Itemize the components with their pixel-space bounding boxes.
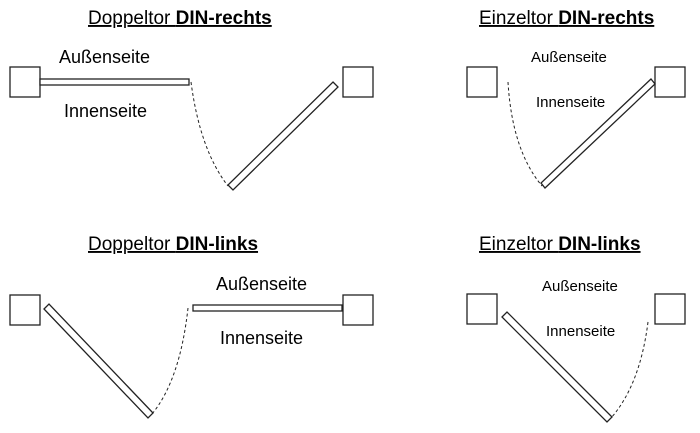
outside-label: Außenseite xyxy=(542,278,618,295)
panel-title: Doppeltor DIN-links xyxy=(88,234,258,255)
gate-leaf-open xyxy=(43,303,154,419)
gate-post-right xyxy=(342,294,374,326)
gate-post-right xyxy=(654,293,686,325)
outside-label: Außenseite xyxy=(59,47,150,67)
gate-post-right xyxy=(342,66,374,98)
swing-arc xyxy=(610,321,649,419)
gate-leaf-closed xyxy=(192,304,343,312)
outside-label: Außenseite xyxy=(531,49,607,66)
gate-leaf-open xyxy=(501,311,613,423)
inside-label: Innenseite xyxy=(64,101,147,121)
gate-post-left xyxy=(466,293,498,325)
panel-title: Einzeltor DIN-rechts xyxy=(479,8,654,29)
panel-title: Doppeltor DIN-rechts xyxy=(88,8,272,29)
swing-arc xyxy=(190,81,229,187)
panel-single-right: Einzeltor DIN-rechts Außenseite Innensei… xyxy=(466,8,686,189)
gate-leaf-open xyxy=(540,78,656,189)
panel-double-left: Doppeltor DIN-links Außenseite Innenseit… xyxy=(9,234,374,419)
panel-title: Einzeltor DIN-links xyxy=(479,234,641,255)
swing-arc xyxy=(151,307,189,415)
panel-double-right: Doppeltor DIN-rechts Außenseite Innensei… xyxy=(9,8,374,191)
inside-label: Innenseite xyxy=(220,328,303,348)
gate-leaf-closed xyxy=(39,78,190,86)
inside-label: Innenseite xyxy=(546,323,615,340)
gate-post-left xyxy=(9,294,41,326)
panel-single-left: Einzeltor DIN-links Außenseite Innenseit… xyxy=(466,234,686,423)
gate-post-left xyxy=(466,66,498,98)
gate-post-right xyxy=(654,66,686,98)
outside-label: Außenseite xyxy=(216,274,307,294)
gate-leaf-open xyxy=(227,81,339,191)
swing-arc xyxy=(507,81,543,187)
inside-label: Innenseite xyxy=(536,94,605,111)
gate-post-left xyxy=(9,66,41,98)
